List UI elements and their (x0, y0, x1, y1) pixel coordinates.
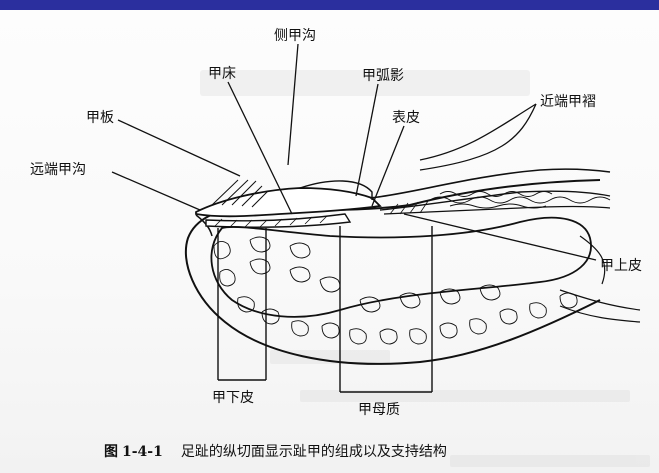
label-nail-matrix: 甲母质 (358, 402, 400, 418)
label-lateral-nail-groove: 侧甲沟 (274, 28, 316, 44)
caption-prefix: 图 (104, 444, 118, 460)
label-lunula: 甲弧影 (362, 68, 404, 84)
fold-hatching (389, 200, 429, 215)
tendon-lines (559, 235, 641, 323)
caption-number: 1-4-1 (122, 444, 163, 460)
pulp-tissue (213, 236, 578, 345)
proximal-fold-upper (369, 168, 611, 199)
label-cuticle: 表皮 (392, 110, 420, 126)
proximal-tissue-cells (429, 191, 611, 209)
label-nail-plate: 甲板 (86, 110, 114, 126)
page-background (0, 10, 659, 473)
top-bar (0, 0, 659, 10)
caption-text: 足趾的纵切面显示趾甲的组成以及支持结构 (180, 444, 447, 460)
nail-plate-hatching (211, 179, 269, 208)
label-hyponychium: 甲下皮 (212, 390, 254, 406)
lunula-shape (299, 180, 373, 200)
guide-lines (217, 226, 433, 393)
eponychium-layer (383, 205, 611, 215)
phalanx-outline (210, 216, 592, 318)
label-distal-nail-groove: 远端甲沟 (30, 162, 86, 178)
nail-plate (195, 187, 382, 218)
leader-lines (111, 43, 597, 261)
toe-outline (184, 179, 601, 365)
label-proximal-nail-fold: 近端甲褶 (540, 94, 596, 110)
label-eponychium: 甲上皮 (600, 258, 642, 274)
bleed-through-text (200, 70, 650, 467)
label-nail-bed: 甲床 (208, 66, 236, 82)
